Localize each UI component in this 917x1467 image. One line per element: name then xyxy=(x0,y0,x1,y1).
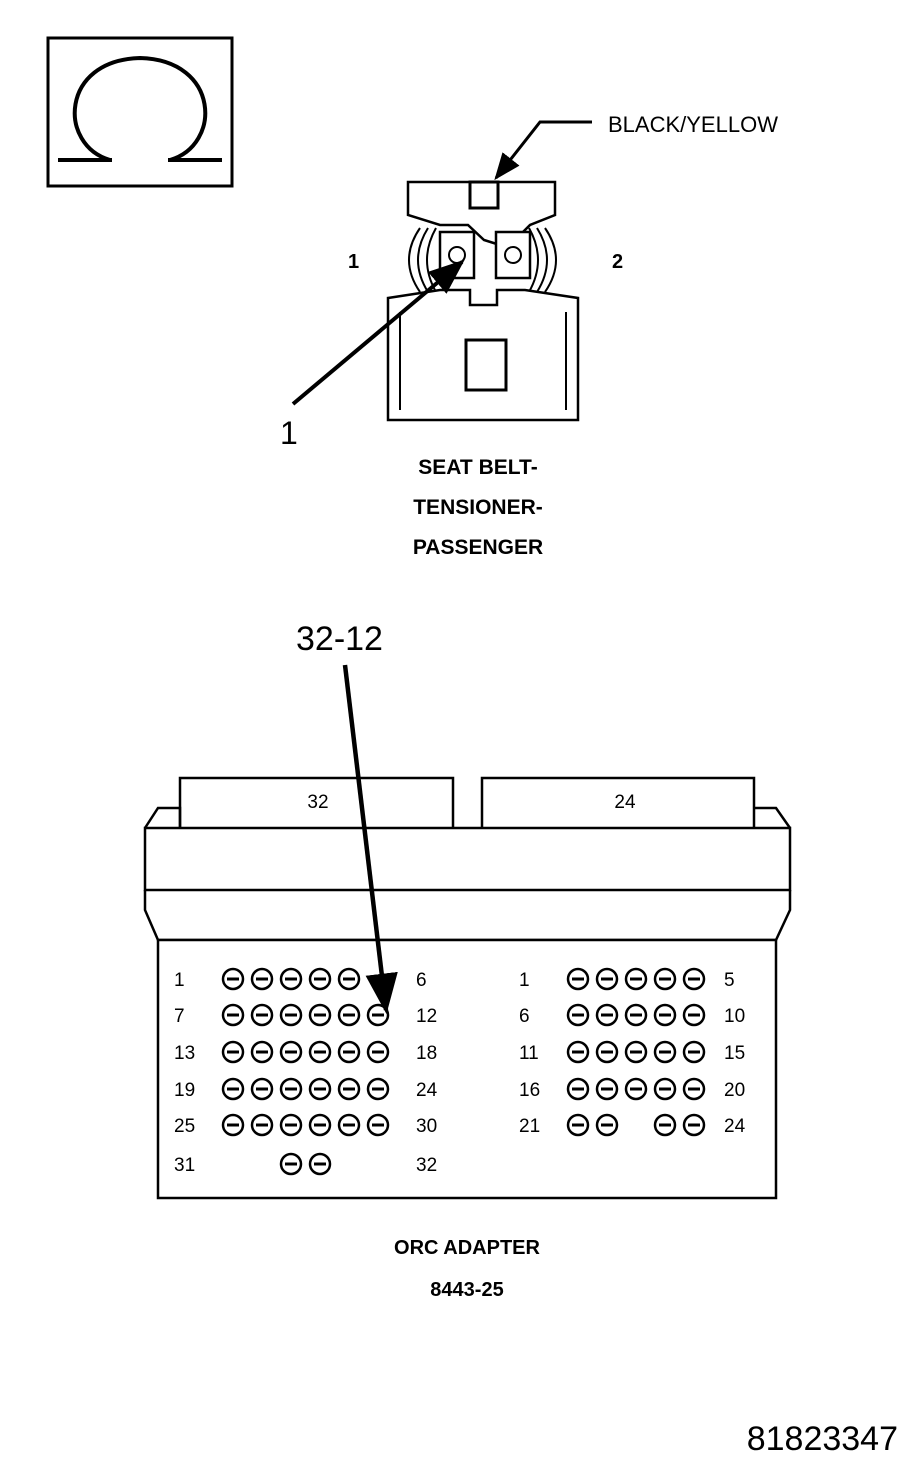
right-row-3-end: 15 xyxy=(724,1043,745,1064)
pin-2-label: 2 xyxy=(612,251,623,273)
seat-belt-tensioner-connector xyxy=(386,180,580,422)
pin-holes xyxy=(221,967,706,1176)
left-row-1-end: 6 xyxy=(416,970,427,991)
right-row-2-end: 10 xyxy=(724,1006,745,1027)
right-row-5-start: 21 xyxy=(519,1116,540,1137)
left-row-6-start: 31 xyxy=(174,1155,195,1176)
right-row-4-end: 20 xyxy=(724,1080,745,1101)
left-row-4-start: 19 xyxy=(174,1080,195,1101)
terminal-2 xyxy=(494,230,532,280)
left-row-3-start: 13 xyxy=(174,1043,195,1064)
right-row-1-start: 1 xyxy=(519,970,530,991)
right-row-5-end: 24 xyxy=(724,1116,746,1137)
figure-id: 81823347 xyxy=(747,1420,898,1458)
left-row-4-end: 24 xyxy=(416,1080,438,1101)
header-32-tab xyxy=(178,776,455,832)
callout-32-12-label: 32-12 xyxy=(296,620,383,658)
right-row-3-start: 11 xyxy=(519,1043,539,1064)
left-row-2-start: 7 xyxy=(174,1006,185,1027)
orc-adapter-title: ORC ADAPTER xyxy=(394,1237,540,1259)
left-row-5-end: 30 xyxy=(416,1116,437,1137)
left-pin-block: 1 7 13 19 25 31 6 12 18 24 30 32 xyxy=(174,970,438,1176)
ohm-resistance-icon xyxy=(46,36,234,188)
wire-color-label: BLACK/YELLOW xyxy=(608,112,778,137)
header-32-label: 32 xyxy=(307,792,328,813)
left-row-6-end: 32 xyxy=(416,1155,437,1176)
right-row-4-start: 16 xyxy=(519,1080,540,1101)
seat-belt-title-line-2: TENSIONER- xyxy=(413,496,543,519)
callout-1-label: 1 xyxy=(280,415,298,451)
callout-32-12-leader xyxy=(342,664,398,1015)
orc-adapter-part-number: 8443-25 xyxy=(430,1279,503,1301)
right-row-1-end: 5 xyxy=(724,970,735,991)
header-24-label: 24 xyxy=(614,792,636,813)
pin-1-label: 1 xyxy=(348,251,359,273)
left-row-5-start: 25 xyxy=(174,1116,195,1137)
right-pin-block: 1 6 11 16 21 5 10 15 20 24 xyxy=(519,970,746,1137)
left-row-2-end: 12 xyxy=(416,1006,437,1027)
callout-1-leader xyxy=(291,259,465,406)
wire-color-leader xyxy=(494,120,592,181)
seat-belt-title-line-3: PASSENGER xyxy=(413,536,543,559)
left-row-3-end: 18 xyxy=(416,1043,437,1064)
connector-latch xyxy=(468,180,500,210)
connector-window xyxy=(464,338,508,392)
right-row-2-start: 6 xyxy=(519,1006,530,1027)
seat-belt-title-line-1: SEAT BELT- xyxy=(418,456,537,479)
left-row-1-start: 1 xyxy=(174,970,185,991)
